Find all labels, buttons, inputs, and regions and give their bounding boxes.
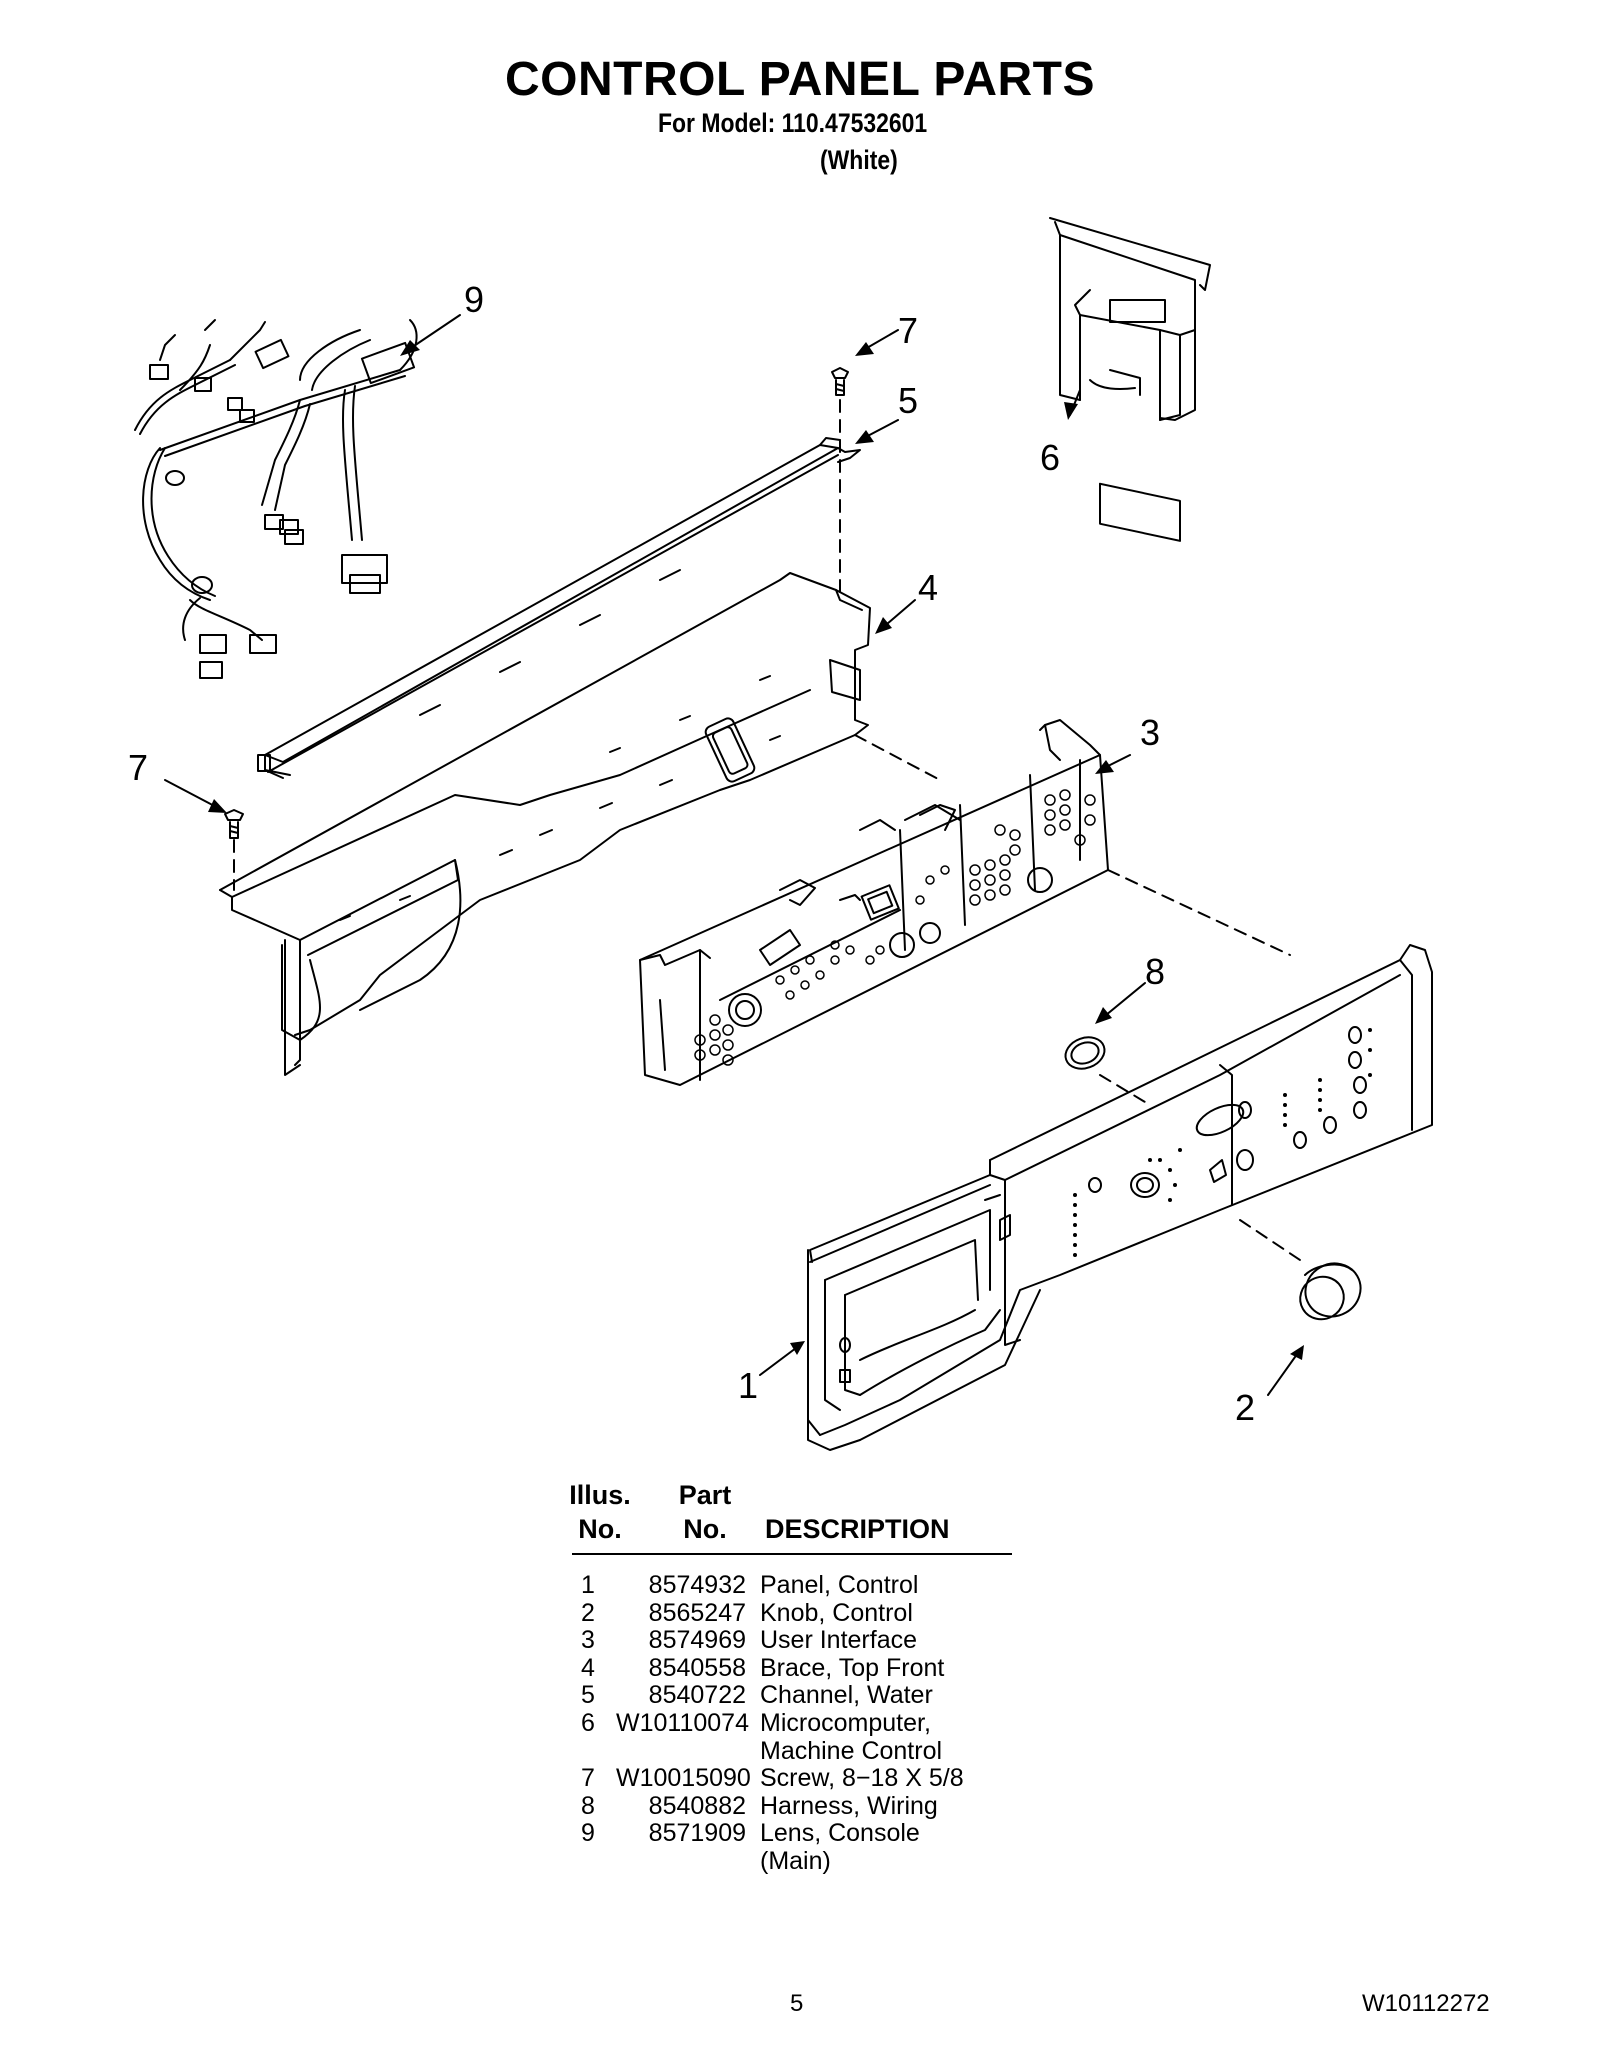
- part-no: 8540558: [648, 1653, 746, 1682]
- parts-list: 1 8574932 Panel, Control 2 8565247 Knob,…: [560, 1571, 964, 1876]
- callout-8: 9: [464, 279, 484, 320]
- part-no: [616, 1738, 760, 1766]
- user-interface-part: [639, 719, 1109, 1086]
- illus-no: 5: [581, 1681, 595, 1710]
- description-header: DESCRIPTION: [765, 1512, 950, 1546]
- part-no: [616, 1848, 760, 1876]
- part-no: 8540882: [648, 1791, 746, 1820]
- description-header-label: DESCRIPTION: [765, 1514, 950, 1544]
- page-title: CONTROL PANEL PARTS: [505, 53, 1095, 106]
- callout-2: 2: [1235, 1387, 1255, 1428]
- part-no-header: Part No.: [670, 1478, 740, 1546]
- screw-part-upper: [831, 367, 849, 396]
- table-row: 2 8565247 Knob, Control: [560, 1598, 964, 1628]
- table-row: 3 8574969 User Interface: [560, 1627, 964, 1655]
- control-panel-indicator-dots: [1073, 1028, 1372, 1257]
- table-row: 5 8540722 Channel, Water: [560, 1682, 964, 1710]
- table-row: 4 8540558 Brace, Top Front: [560, 1653, 964, 1683]
- exploded-parts-diagram: 9 7 5 6 4 3 7 8 1 2: [128, 217, 1433, 1451]
- illus-no: 8: [581, 1791, 595, 1820]
- table-row: 7 W10015090 Screw, 8−18 X 5/8: [560, 1765, 964, 1793]
- description: Machine Control: [760, 1736, 943, 1765]
- description: Panel, Control: [760, 1571, 919, 1599]
- illus-no: 6: [581, 1708, 595, 1737]
- document-number: W10112272: [1362, 1990, 1490, 2017]
- top-front-brace-part: [219, 569, 871, 1076]
- callout-7-upper: 7: [898, 310, 918, 351]
- description: Screw, 8−18 X 5/8: [760, 1764, 964, 1793]
- part-no: W10015090: [616, 1764, 751, 1793]
- illus-header-line2: No.: [578, 1514, 622, 1544]
- table-row: (Main): [560, 1846, 964, 1876]
- table-row: Machine Control: [560, 1736, 964, 1766]
- control-knob-part: [1299, 1262, 1362, 1321]
- wiring-harness-part: [134, 319, 418, 679]
- part-no: W10110074: [616, 1708, 749, 1737]
- part-no: 8571909: [648, 1819, 746, 1848]
- callout-3: 3: [1140, 712, 1160, 753]
- illus-no: [560, 1848, 616, 1876]
- callout-9: 8: [1145, 951, 1165, 992]
- table-row: 8 8540882 Harness, Wiring: [560, 1791, 964, 1821]
- page-number: 5: [790, 1990, 804, 2017]
- illus-no-header: Illus. No.: [562, 1478, 638, 1546]
- description: Microcomputer,: [760, 1708, 931, 1737]
- description: (Main): [760, 1846, 831, 1875]
- illus-no: 4: [581, 1653, 595, 1682]
- callout-7-lower: 7: [128, 747, 148, 788]
- table-row: 9 8571909 Lens, Console: [560, 1820, 964, 1848]
- illus-no: [560, 1738, 616, 1766]
- water-channel-part: [257, 437, 861, 779]
- description: Lens, Console: [760, 1819, 920, 1848]
- callout-arrowheads: [208, 340, 1304, 1360]
- illus-no: 7: [581, 1764, 595, 1793]
- model-color: (White): [820, 145, 898, 175]
- callout-5: 5: [898, 380, 918, 421]
- callout-6: 6: [1040, 437, 1060, 478]
- part-header-line1: Part: [678, 1480, 732, 1510]
- model-number: For Model: 110.47532601: [658, 108, 928, 138]
- illus-no: 9: [581, 1819, 595, 1848]
- description: Knob, Control: [760, 1598, 913, 1627]
- table-header-rule: [572, 1553, 1012, 1555]
- description: Brace, Top Front: [760, 1653, 945, 1682]
- part-no: 8565247: [648, 1598, 746, 1627]
- illus-no: 3: [581, 1626, 595, 1655]
- microcomputer-part: [1049, 217, 1211, 542]
- callout-labels: 9 7 5 6 4 3 7 8 1 2: [128, 279, 1255, 1428]
- callout-4: 4: [918, 567, 938, 608]
- callout-1: 1: [738, 1365, 758, 1406]
- description: Harness, Wiring: [760, 1791, 938, 1820]
- screw-part-lower: [224, 809, 244, 839]
- description: Channel, Water: [760, 1681, 933, 1710]
- user-interface-button-holes: [694, 789, 1096, 1066]
- description: User Interface: [760, 1626, 918, 1655]
- console-lens-part: [1064, 1036, 1106, 1070]
- part-no: 8540722: [648, 1681, 746, 1710]
- callout-arrows: [164, 314, 1301, 1396]
- assembly-guide-lines: [233, 399, 1301, 1261]
- part-no: 8574969: [648, 1626, 746, 1655]
- table-row: 1 8574932 Panel, Control: [560, 1571, 964, 1600]
- control-panel-part: [807, 944, 1433, 1451]
- illus-header-line1: Illus.: [569, 1480, 631, 1510]
- illus-no: 2: [581, 1598, 595, 1627]
- part-header-line2: No.: [683, 1514, 727, 1544]
- part-no: 8574932: [648, 1571, 746, 1599]
- table-row: 6 W10110074 Microcomputer,: [560, 1708, 964, 1738]
- illus-no: 1: [581, 1571, 595, 1599]
